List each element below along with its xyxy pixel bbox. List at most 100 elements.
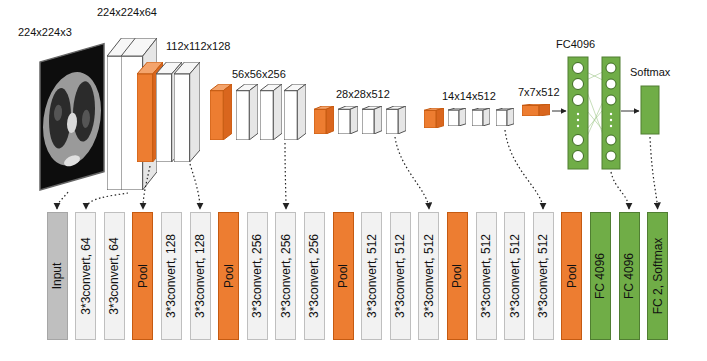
pool-layer-box: Pool: [218, 212, 239, 340]
layer-text: FC 2, Softmax: [651, 238, 665, 315]
drawing-part: [210, 84, 232, 140]
drawing-part: [606, 135, 616, 145]
drawing-part: [285, 143, 286, 209]
drawing-part: [573, 151, 584, 162]
layer-text: 3*3convert, 256: [279, 234, 293, 318]
layer-text: 3*3convert, 64: [107, 237, 121, 314]
drawing-part: [49, 85, 71, 151]
layer-text: Pool: [136, 264, 150, 288]
dimension-label: 7x7x512: [518, 86, 560, 99]
layer-text: Pool: [565, 264, 579, 288]
drawing-part: [362, 106, 382, 134]
drawing-part: [472, 108, 490, 126]
pool-layer-box: Pool: [132, 212, 153, 340]
pool-layer-box: Pool: [561, 212, 582, 340]
drawing-part: [505, 130, 543, 209]
dimension-text: 224x224x3: [18, 26, 72, 38]
conv-layer-box: 3*3convert, 512: [504, 212, 525, 340]
drawing-part: [568, 57, 588, 169]
drawing-part: [577, 119, 579, 121]
ct-image: [40, 44, 104, 190]
drawing-part: [338, 106, 358, 134]
drawing-part: [573, 63, 617, 162]
leader-arrows: [57, 130, 658, 209]
drawing-part: [67, 111, 77, 134]
drawing-part: [552, 111, 566, 112]
drawing-part: [314, 106, 334, 134]
input-box: Input: [47, 212, 68, 340]
drawing-part: [610, 119, 612, 121]
drawing-part: [386, 106, 406, 134]
layer-text: Input: [50, 263, 64, 290]
layer-text: 3*3convert, 64: [79, 237, 93, 314]
conv-layer-box: 3*3convert, 256: [275, 212, 296, 340]
drawing-part: [611, 172, 629, 209]
drawing-part: [573, 95, 584, 106]
drawing-part: [86, 193, 128, 209]
drawing-part: [260, 84, 282, 140]
drawing-part: [174, 62, 200, 162]
drawing-part: [641, 86, 659, 134]
dimension-label: 56x56x256: [232, 68, 286, 81]
drawing-part: [573, 79, 584, 90]
drawing-part: [57, 192, 68, 209]
conv-layer-box: 3*3convert, 512: [533, 212, 554, 340]
layer-text: 3*3convert, 512: [365, 234, 379, 318]
drawing-part: [650, 137, 658, 209]
layer-text: 3*3convert, 512: [508, 234, 522, 318]
drawing-part: [606, 151, 616, 161]
drawing-part: [522, 104, 550, 116]
layer-text: 3*3convert, 256: [307, 234, 321, 318]
layer-text: Pool: [222, 264, 236, 288]
conv-layer-box: 3*3convert, 128: [161, 212, 182, 340]
dimension-label: FC4096: [556, 38, 595, 51]
dimension-label: 28x28x512: [336, 88, 390, 101]
conv-layer-box: 3*3convert, 512: [361, 212, 382, 340]
layer-text: FC 4096: [593, 253, 607, 299]
drawing-part: [395, 137, 429, 209]
dimension-label: 224x224x3: [18, 26, 72, 39]
dimension-label: Softmax: [630, 66, 670, 79]
layer-text: 3*3convert, 512: [393, 234, 407, 318]
layer-text: 3*3convert, 512: [536, 234, 550, 318]
conv-layer-box: 3*3convert, 512: [418, 212, 439, 340]
conv-layer-box: 3*3convert, 64: [75, 212, 96, 340]
drawing-part: [606, 95, 616, 105]
drawing-part: [610, 125, 612, 127]
dimension-label: 112x112x128: [166, 40, 230, 53]
layer-text: Pool: [450, 264, 464, 288]
fc-layer-box: FC 4096: [619, 212, 640, 340]
dimension-text: 112x112x128: [166, 40, 230, 52]
dimension-text: 224x224x64: [97, 6, 157, 18]
drawing-part: [573, 63, 584, 74]
feature-maps: [107, 38, 550, 190]
drawing-part: [496, 108, 514, 126]
drawing-part: [602, 57, 620, 169]
fc-layer-box: FC 4096: [590, 212, 611, 340]
drawing-part: [577, 125, 579, 127]
drawing-part: [236, 84, 258, 140]
drawing-part: [606, 63, 616, 73]
drawing-part: [143, 166, 150, 209]
dimension-text: 28x28x512: [336, 88, 390, 100]
fc-layer-box: FC 2, Softmax: [647, 212, 668, 340]
drawing-part: [190, 164, 200, 209]
drawing-part: [577, 113, 579, 115]
drawing-part: [43, 65, 101, 174]
drawing-part: [40, 44, 104, 190]
conv-layer-box: 3*3convert, 512: [476, 212, 497, 340]
drawing-part: [606, 79, 616, 89]
layer-text: FC 4096: [622, 253, 636, 299]
drawing-part: [73, 78, 95, 144]
layer-text: 3*3convert, 512: [422, 234, 436, 318]
drawing-part: [448, 108, 466, 126]
conv-layer-box: 3*3convert, 256: [247, 212, 268, 340]
layer-text: Pool: [336, 264, 350, 288]
pool-layer-box: Pool: [333, 212, 354, 340]
pool-layer-box: Pool: [447, 212, 468, 340]
dimension-text: FC4096: [556, 38, 595, 50]
layer-text: 3*3convert, 128: [193, 234, 207, 318]
dimension-label: 224x224x64: [97, 6, 157, 19]
dimension-label: 14x14x512: [442, 90, 496, 103]
